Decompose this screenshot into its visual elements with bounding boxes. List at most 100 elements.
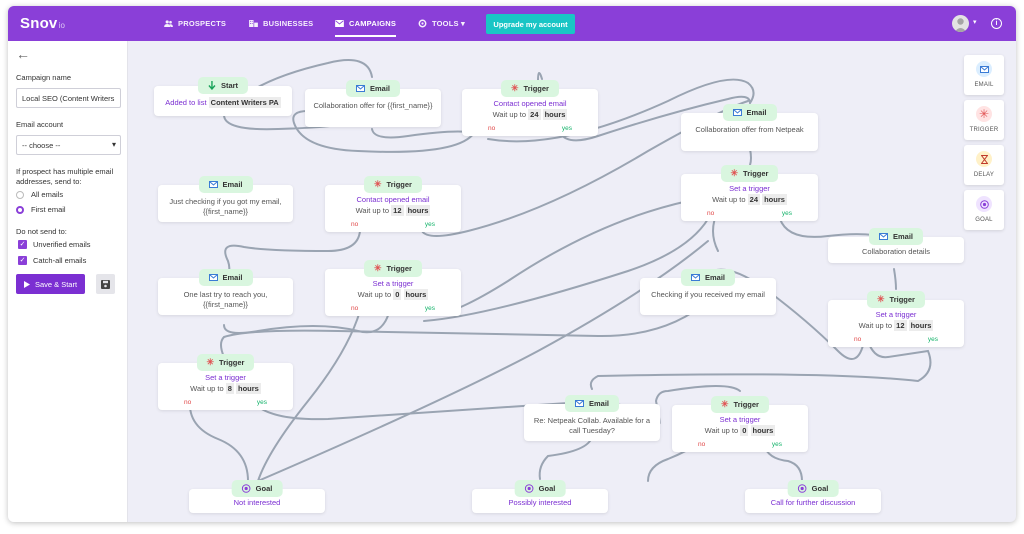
back-arrow-icon[interactable]: ← [16,46,30,62]
trigger-wait: Wait up to 0 hours [357,289,429,300]
trigger-badge: ✳ Trigger [501,80,559,97]
trigger-node-opened-12h[interactable]: ✳ Trigger Contact opened email Wait up t… [325,176,461,232]
hourglass-icon [976,151,992,167]
trigger-wait: Wait up to 8 hours [190,383,261,394]
yes-branch-label: yes [561,125,572,132]
toolbox-trigger[interactable]: ✳ TRIGGER [964,100,1004,140]
toolbox-goal[interactable]: GOAL [964,190,1004,230]
email-node-collaboration-details[interactable]: Email Collaboration details [828,228,964,263]
save-button[interactable] [96,274,115,294]
avatar-caret-icon[interactable]: ▾ [973,19,977,26]
upgrade-account-button[interactable]: Upgrade my account [486,14,575,34]
email-subject: Just checking if you got my email, {{fir… [169,197,282,216]
envelope-icon [208,274,218,281]
email-node-just-checking[interactable]: Email Just checking if you got my email,… [158,176,293,222]
nav-businesses[interactable]: BUSINESSES [249,19,313,28]
trigger-wait: Wait up to 24 hours [492,109,568,120]
goal-text: Not interested [233,498,281,507]
trigger-node-0h-b[interactable]: ✳ Trigger Set a trigger Wait up to 0 hou… [672,396,808,452]
trigger-node-24h[interactable]: ✳ Trigger Set a trigger Wait up to 24 ho… [681,165,818,221]
email-node-collaboration-offer[interactable]: Email Collaboration offer for {{first_na… [305,80,441,127]
goal-node-not-interested[interactable]: Goal Not interested [189,480,325,513]
email-node-netpeak-offer[interactable]: Email Collaboration offer from Netpeak [681,104,818,151]
email-badge: Email [564,395,620,412]
no-branch-label: no [707,210,715,217]
email-account-select[interactable]: -- choose -- [16,135,121,155]
envelope-icon [878,233,888,240]
email-badge: Email [345,80,401,97]
trigger-condition: Set a trigger [729,184,770,193]
toolbox-email[interactable]: EMAIL [964,55,1004,95]
trigger-condition: Set a trigger [719,415,761,424]
target-icon [976,196,992,212]
trigger-badge: ✳ Trigger [720,165,779,182]
trigger-icon: ✳ [511,83,519,93]
trigger-badge: ✳ Trigger [867,291,925,308]
user-avatar[interactable] [952,15,969,32]
campaign-name-input[interactable]: Local SEO (Content Writers [16,88,121,108]
avatar-icon [954,18,967,32]
info-icon[interactable]: i [991,18,1002,29]
email-subject: Checking if you received my email [651,290,765,299]
play-icon [23,280,30,288]
trigger-icon: ✳ [730,168,739,178]
nav-campaigns[interactable]: CAMPAIGNS [335,19,397,37]
email-badge: Email [722,104,777,121]
trigger-icon: ✳ [206,357,215,367]
trigger-node-0h-a[interactable]: ✳ Trigger Set a trigger Wait up to 0 hou… [325,260,461,316]
gear-icon [418,19,427,28]
yes-branch-label: yes [256,399,267,406]
goal-node-further-discussion[interactable]: Goal Call for further discussion [745,480,881,513]
envelope-icon [976,61,992,77]
email-node-call-tuesday[interactable]: Email Re: Netpeak Collab. Available for … [524,395,660,441]
radio-circle-selected[interactable] [16,205,24,214]
trigger-badge: ✳ Trigger [364,260,422,277]
top-nav-bar: Snovio PROSPECTS BUSINESSES CAMPAIGNS TO… [8,6,1016,41]
yes-branch-label: yes [771,441,782,448]
multi-email-label: If prospect has multiple email addresses… [16,167,114,186]
trigger-icon: ✳ [374,179,382,189]
checkbox-unverified[interactable]: ✓ Unverified emails [18,240,91,249]
start-node[interactable]: Start Added to list Content Writers PA [154,77,292,116]
no-branch-label: no [351,305,359,312]
trigger-wait: Wait up to 0 hours [704,425,776,436]
radio-all-emails[interactable]: All emails [16,190,63,199]
no-branch-label: no [351,221,359,228]
trigger-icon: ✳ [976,106,992,122]
radio-circle[interactable] [16,190,24,199]
goal-node-possibly-interested[interactable]: Goal Possibly interested [472,480,608,513]
toolbox-label: TRIGGER [969,127,999,133]
email-account-label: Email account [16,120,64,129]
trigger-condition: Set a trigger [205,373,246,382]
app-logo[interactable]: Snovio [20,15,66,32]
checkbox-catch-all[interactable]: ✓ Catch-all emails [18,256,86,265]
trigger-badge: ✳ Trigger [364,176,422,193]
trigger-node-opened-24h[interactable]: ✳ Trigger Contact opened email Wait up t… [462,80,598,136]
checkmark-icon[interactable]: ✓ [18,240,27,249]
radio-first-email[interactable]: First email [16,205,66,214]
no-branch-label: no [698,441,706,448]
email-node-last-try[interactable]: Email One last try to reach you, {{first… [158,269,293,315]
flow-canvas[interactable]: Start Added to list Content Writers PA E… [128,41,964,522]
building-icon [249,20,258,27]
trigger-wait: Wait up to 12 hours [858,320,934,331]
email-node-checking-received[interactable]: Email Checking if you received my email [640,269,776,315]
campaign-name-label: Campaign name [16,73,72,82]
toolbox-delay[interactable]: DELAY [964,145,1004,185]
trigger-node-8h[interactable]: ✳ Trigger Set a trigger Wait up to 8 hou… [158,354,293,410]
save-and-start-button[interactable]: Save & Start [16,274,85,294]
checkmark-icon[interactable]: ✓ [18,256,27,265]
trigger-icon: ✳ [877,294,885,304]
checkbox-label: Unverified emails [33,240,91,249]
trigger-condition: Set a trigger [372,279,414,288]
goal-text: Possibly interested [508,498,572,507]
nav-tools[interactable]: TOOLS ▾ [418,19,465,28]
campaign-settings-panel: ← Campaign name Local SEO (Content Write… [8,41,128,522]
nav-prospects[interactable]: PROSPECTS [164,19,226,28]
toolbox-label: EMAIL [974,82,994,88]
trigger-node-12h[interactable]: ✳ Trigger Set a trigger Wait up to 12 ho… [828,291,964,347]
yes-branch-label: yes [781,210,792,217]
trigger-condition: Set a trigger [875,310,917,319]
goal-badge: Goal [231,480,283,497]
trigger-badge: ✳ Trigger [196,354,255,371]
